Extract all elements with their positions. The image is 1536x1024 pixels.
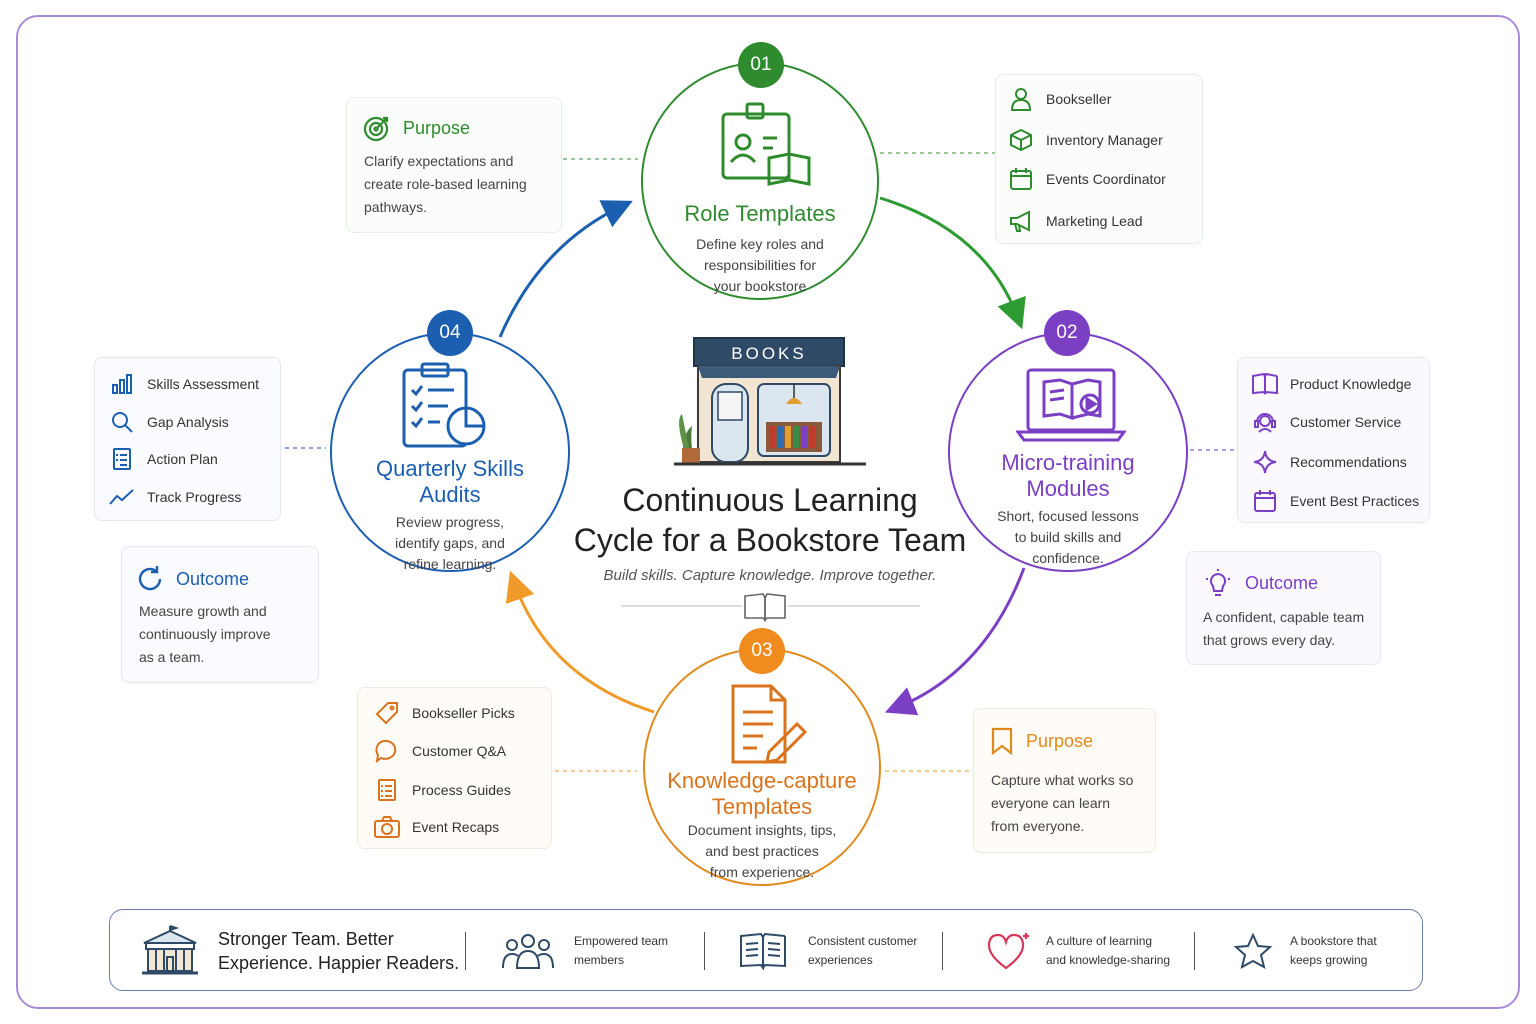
capture-types-card: Bookseller Picks Customer Q&A Process Gu… [357, 687, 552, 849]
bar-chart-icon [107, 373, 137, 395]
list-item: Event Recaps [372, 813, 499, 841]
list-item: Track Progress [107, 483, 241, 511]
lightbulb-icon [1203, 568, 1233, 598]
divider [465, 932, 466, 970]
bookstore-storefront-illustration: BOOKS [674, 337, 866, 466]
arrow-03-to-04 [505, 570, 655, 714]
open-book-icon [738, 932, 788, 970]
bookmark-icon [990, 727, 1014, 755]
document-pencil-icon [731, 684, 808, 764]
checklist-icon [107, 448, 137, 470]
camera-icon [372, 816, 402, 838]
divider [1194, 932, 1195, 970]
trend-line-icon [107, 488, 137, 506]
list-item: Product Knowledge [1250, 370, 1411, 398]
divider [704, 932, 705, 970]
calendar-icon [1250, 489, 1280, 513]
purpose-top-heading: Purpose [403, 117, 471, 138]
arrow-02-to-03 [884, 567, 1026, 716]
outcome-left-heading: Outcome [176, 568, 250, 589]
id-badge-book-icon [721, 102, 811, 186]
arrow-04-to-01 [498, 200, 633, 338]
team-icon [502, 932, 554, 970]
step-03-badge: 03 [739, 628, 785, 674]
target-icon [363, 114, 391, 142]
list-item: Action Plan [107, 445, 218, 473]
list-item: Bookseller [1006, 85, 1111, 113]
list-item: Event Best Practices [1250, 487, 1419, 515]
laptop-lesson-icon [1016, 368, 1126, 442]
megaphone-icon [1006, 209, 1036, 233]
step-02-badge: 02 [1044, 310, 1090, 356]
list-item: Inventory Manager [1006, 126, 1163, 154]
purpose-bottom-heading: Purpose [1026, 730, 1094, 751]
list-item: Process Guides [372, 776, 511, 804]
step-01-badge: 01 [738, 42, 784, 88]
box-icon [1006, 128, 1036, 152]
star-icon [1234, 933, 1272, 969]
step-04-badge: 04 [427, 310, 473, 356]
list-item: Customer Q&A [372, 737, 506, 765]
list-item: Events Coordinator [1006, 165, 1166, 193]
step-03-desc: Document insights, tips,and best practic… [687, 822, 837, 880]
list-document-icon [372, 779, 402, 801]
calendar-icon [1006, 167, 1036, 191]
divider [942, 932, 943, 970]
list-item: Customer Service [1250, 408, 1401, 436]
heart-icon [986, 931, 1030, 971]
list-item: Recommendations [1250, 448, 1407, 476]
storefront-sign: BOOKS [731, 344, 806, 363]
magnifier-icon [107, 411, 137, 433]
roles-card: Bookseller Inventory Manager Events Coor… [995, 74, 1203, 244]
refresh-icon [136, 565, 164, 593]
tag-icon [372, 701, 402, 725]
person-icon [1006, 87, 1036, 111]
headset-icon [1250, 410, 1280, 434]
page-frame [16, 15, 1520, 1009]
book-icon [1250, 373, 1280, 395]
list-item: Gap Analysis [107, 408, 229, 436]
speech-bubble-icon [372, 739, 402, 763]
training-topics-card: Product Knowledge Customer Service Recom… [1237, 357, 1430, 523]
list-item: Bookseller Picks [372, 699, 515, 727]
sparkle-icon [1250, 450, 1280, 474]
diagram-subtitle: Build skills. Capture knowledge. Improve… [603, 567, 937, 584]
list-item: Marketing Lead [1006, 207, 1143, 235]
checklist-clipboard-icon [402, 362, 486, 448]
list-item: Skills Assessment [107, 370, 259, 398]
step-01-title: Role Templates [684, 201, 836, 226]
open-book-divider-icon [744, 593, 786, 622]
audit-tools-card: Skills Assessment Gap Analysis Action Pl… [94, 357, 281, 521]
bookstore-building-icon [140, 925, 200, 977]
arrow-01-to-02 [879, 196, 1026, 330]
outcome-right-heading: Outcome [1245, 572, 1319, 593]
